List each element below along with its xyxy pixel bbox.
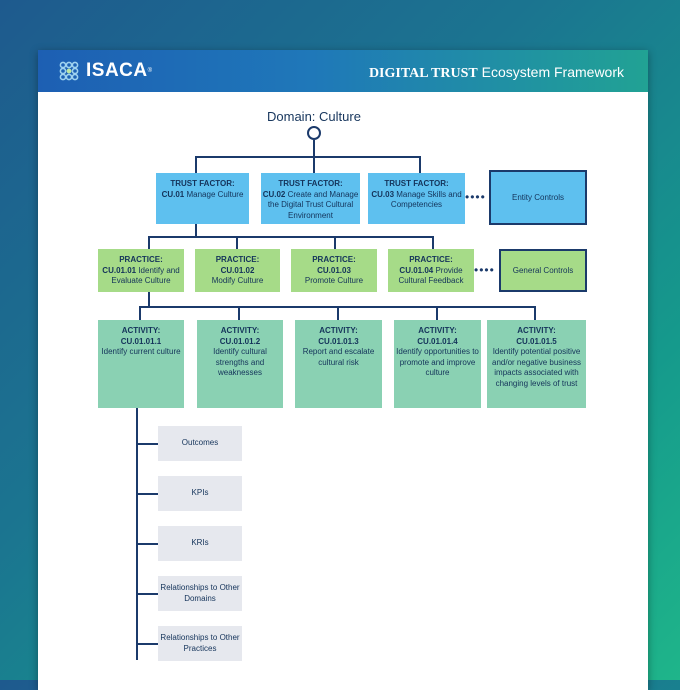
practice-label: PRACTICE:: [312, 255, 356, 264]
connector-line: [313, 140, 315, 157]
trust-factor-code: CU.02: [262, 189, 286, 199]
connector-line: [139, 306, 141, 320]
activity-text: Identify potential positive and/or negat…: [492, 347, 581, 388]
connector-line: [148, 236, 150, 249]
practice-text: Provide Cultural Feedback: [398, 265, 464, 286]
practice-label: PRACTICE:: [409, 255, 453, 264]
header-banner: ISACA® DIGITAL TRUST Ecosystem Framework: [38, 50, 648, 92]
relationships-domains-box: Relationships to Other Domains: [158, 576, 242, 611]
activity-code: CU.01.01.4: [417, 336, 458, 346]
connector-line: [195, 156, 421, 158]
practice-text: Identify and Evaluate Culture: [111, 265, 180, 286]
connector-line: [238, 306, 240, 320]
activity-code: CU.01.01.5: [516, 336, 557, 346]
connector-line: [136, 643, 158, 645]
practice-text: Promote Culture: [304, 276, 364, 285]
connector-line: [337, 306, 339, 320]
activity-label: ACTIVITY:: [319, 326, 358, 335]
framework-page: ISACA® DIGITAL TRUST Ecosystem Framework…: [38, 50, 648, 690]
kpis-box: KPIs: [158, 476, 242, 511]
activity-code: CU.01.01.1: [120, 336, 162, 346]
activity-text: Identify current culture: [101, 347, 181, 356]
logo-registered-mark: ®: [147, 68, 153, 74]
connector-line: [195, 224, 197, 237]
connector-line: [236, 236, 238, 249]
domain-title: Domain: Culture: [267, 109, 361, 124]
practice-text: Modify Culture: [211, 276, 264, 285]
connector-line: [148, 236, 434, 238]
logo-text: ISACA: [86, 60, 148, 81]
connector-line: [313, 156, 315, 173]
entity-controls-box: Entity Controls: [489, 170, 587, 225]
connector-line: [136, 408, 138, 660]
outcomes-box: Outcomes: [158, 426, 242, 461]
domain-node: [307, 126, 321, 140]
practice-code: CU.01.03: [317, 265, 351, 275]
framework-title-rest: Ecosystem Framework: [477, 64, 624, 80]
connector-line: [136, 493, 158, 495]
framework-title-bold: DIGITAL TRUST: [368, 66, 478, 81]
trust-factor-label: TRUST FACTOR:: [170, 179, 235, 188]
activity-label: ACTIVITY:: [220, 326, 260, 335]
isaca-logo-icon: [59, 61, 79, 81]
activity-code: CU.01.01.3: [318, 336, 359, 346]
connector-line: [148, 292, 150, 307]
framework-title: DIGITAL TRUST Ecosystem Framework: [369, 64, 624, 82]
kris-box: KRIs: [158, 526, 242, 561]
connector-line: [534, 306, 536, 320]
connector-line: [334, 236, 336, 249]
trust-factor-label: TRUST FACTOR:: [384, 179, 449, 188]
practice-label: PRACTICE:: [215, 255, 260, 264]
practice-code: CU.01.01: [102, 265, 137, 275]
trust-factor-text: Create and Manage the Digital Trust Cult…: [267, 189, 359, 220]
activity-label: ACTIVITY:: [418, 326, 457, 335]
isaca-logo: ISACA®: [58, 58, 152, 84]
activity-text: Identify opportunities to promote and im…: [396, 347, 479, 377]
activity-text: Report and escalate cultural risk: [302, 347, 375, 367]
trust-factor-box: TRUST FACTOR:CU.03 Manage Skills and Com…: [368, 173, 465, 224]
activity-code: CU.01.01.2: [219, 336, 261, 346]
trust-factor-text: Manage Skills and Competencies: [390, 189, 462, 210]
practice-code: CU.01.02: [220, 265, 255, 275]
trust-factor-text: Manage Culture: [184, 189, 244, 199]
trust-factor-label: TRUST FACTOR:: [278, 179, 343, 188]
practice-label: PRACTICE:: [119, 255, 163, 264]
trust-factor-code: CU.01: [161, 189, 185, 199]
practice-box: PRACTICE:CU.01.01 Identify and Evaluate …: [98, 249, 184, 292]
practice-code: CU.01.04: [399, 265, 434, 275]
relationships-practices-box: Relationships to Other Practices: [158, 626, 242, 661]
continuation-dots: ••••: [465, 190, 486, 204]
activity-label: ACTIVITY:: [121, 326, 161, 335]
trust-factor-box: TRUST FACTOR:CU.01 Manage Culture: [156, 173, 249, 224]
trust-factor-box: TRUST FACTOR:CU.02 Create and Manage the…: [261, 173, 360, 224]
connector-line: [436, 306, 438, 320]
connector-line: [195, 156, 197, 173]
trust-factor-code: CU.03: [371, 189, 395, 199]
continuation-dots: ••••: [474, 263, 495, 277]
connector-line: [432, 236, 434, 249]
connector-line: [136, 543, 158, 545]
connector-line: [419, 156, 421, 173]
practice-box: PRACTICE:CU.01.04 Provide Cultural Feedb…: [388, 249, 474, 292]
activity-text: Identify cultural strengths and weakness…: [213, 347, 267, 377]
general-controls-box: General Controls: [499, 249, 587, 292]
connector-line: [136, 443, 158, 445]
activity-label: ACTIVITY:: [517, 326, 556, 335]
connector-line: [136, 593, 158, 595]
